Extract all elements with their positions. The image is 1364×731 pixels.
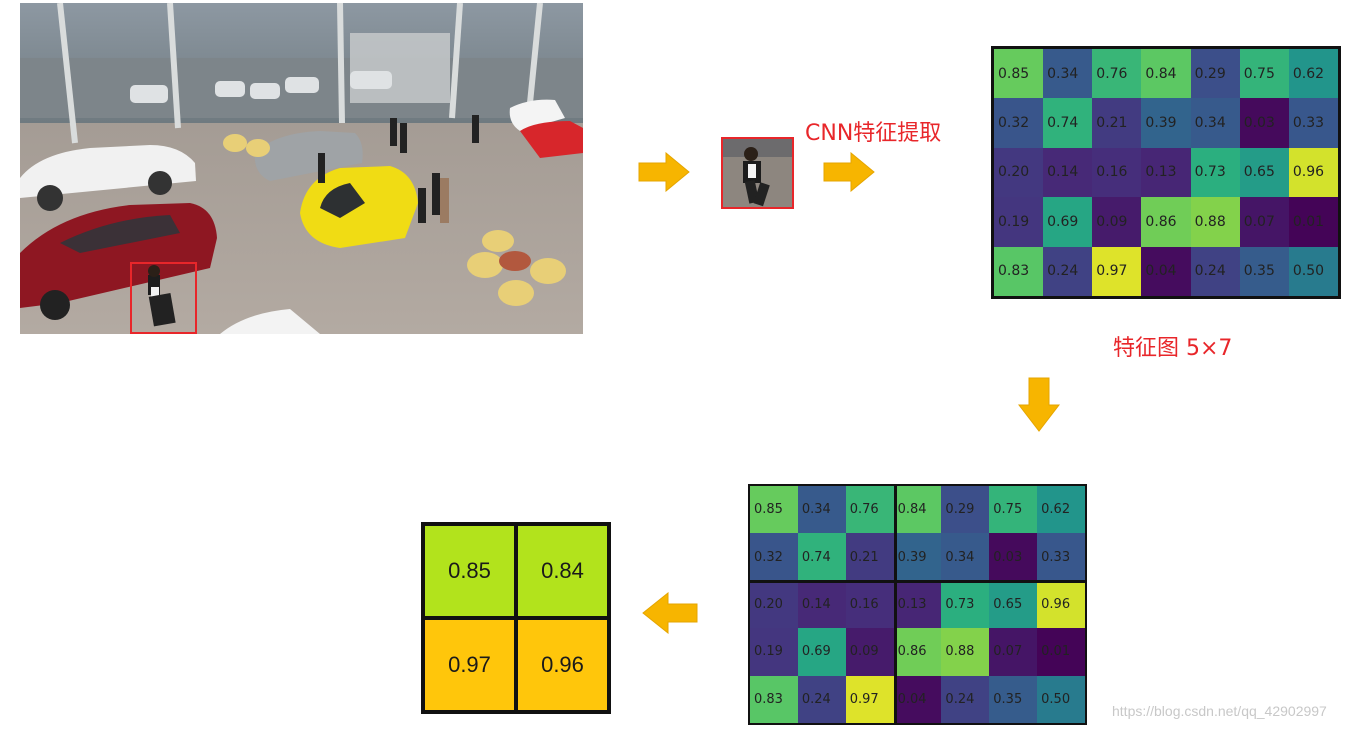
left-arrow-icon xyxy=(642,592,698,634)
feature-map-cell: 0.19 xyxy=(750,628,798,676)
feature-map-cell: 0.04 xyxy=(1141,246,1191,296)
feature-map-cell: 0.20 xyxy=(994,147,1044,198)
feature-map-cell: 0.69 xyxy=(1043,197,1093,247)
feature-map-cell: 0.75 xyxy=(989,486,1038,534)
feature-map-cell: 0.73 xyxy=(941,580,990,629)
pooled-cell: 0.84 xyxy=(518,526,607,616)
feature-map-cell: 0.75 xyxy=(1239,49,1289,99)
feature-map-cell: 0.76 xyxy=(1092,49,1142,99)
pooling-divider-horizontal xyxy=(750,580,1085,583)
feature-map-cell: 0.34 xyxy=(1043,49,1093,99)
feature-map-cell: 0.39 xyxy=(1141,98,1191,148)
feature-map-cell: 0.04 xyxy=(893,675,942,723)
feature-map-cell: 0.34 xyxy=(941,533,990,581)
feature-map-cell: 0.34 xyxy=(797,486,846,534)
feature-map-cell: 0.35 xyxy=(989,675,1038,723)
feature-map-cell: 0.16 xyxy=(845,580,894,629)
feature-map-cell: 0.24 xyxy=(1043,246,1093,296)
feature-map-cell: 0.01 xyxy=(1037,628,1085,676)
feature-map-cell: 0.24 xyxy=(941,675,990,723)
feature-map-cell: 0.84 xyxy=(893,486,942,534)
right-arrow-icon xyxy=(823,152,875,192)
feature-map-cell: 0.20 xyxy=(750,580,798,629)
feature-map-cell: 0.24 xyxy=(1190,246,1240,296)
feature-map-cell: 0.13 xyxy=(893,580,942,629)
feature-map-cell: 0.97 xyxy=(845,675,894,723)
pooled-cell: 0.97 xyxy=(425,620,514,710)
feature-map-cell: 0.09 xyxy=(845,628,894,676)
feature-map-cell: 0.65 xyxy=(1239,147,1289,198)
feature-map-cell: 0.65 xyxy=(989,580,1038,629)
feature-map-cell: 0.39 xyxy=(893,533,942,581)
feature-map-cell: 0.84 xyxy=(1141,49,1191,99)
feature-map-cell: 0.32 xyxy=(750,533,798,581)
feature-map-cell: 0.62 xyxy=(1037,486,1085,534)
feature-map-cell: 0.07 xyxy=(989,628,1038,676)
pooled-output-2x2: 0.85 0.84 0.97 0.96 xyxy=(421,522,611,714)
cnn-feature-extraction-label: CNN特征提取 xyxy=(805,121,942,146)
feature-map-cell: 0.85 xyxy=(994,49,1044,99)
feature-map-cell: 0.34 xyxy=(1190,98,1240,148)
feature-map-cell: 0.35 xyxy=(1239,246,1289,296)
feature-map-cell: 0.21 xyxy=(1092,98,1142,148)
feature-map-cell: 0.24 xyxy=(797,675,846,723)
feature-map-cell: 0.32 xyxy=(994,98,1044,148)
feature-map-cell: 0.62 xyxy=(1288,49,1338,99)
feature-map-cell: 0.88 xyxy=(1190,197,1240,247)
feature-map-cell: 0.01 xyxy=(1288,197,1338,247)
feature-map-cell: 0.33 xyxy=(1288,98,1338,148)
pooled-cell: 0.96 xyxy=(518,620,607,710)
feature-map-cell: 0.29 xyxy=(941,486,990,534)
feature-map-cell: 0.83 xyxy=(750,675,798,723)
feature-map-cell: 0.14 xyxy=(797,580,846,629)
feature-map-cell: 0.09 xyxy=(1092,197,1142,247)
feature-map-label: 特征图 5×7 xyxy=(1113,336,1233,361)
feature-map-cell: 0.14 xyxy=(1043,147,1093,198)
feature-map-cell: 0.50 xyxy=(1037,675,1085,723)
watermark: https://blog.csdn.net/qq_42902997 xyxy=(1112,703,1327,719)
cropped-region xyxy=(721,137,794,209)
feature-map-cell: 0.21 xyxy=(845,533,894,581)
feature-map-cell: 0.73 xyxy=(1190,147,1240,198)
feature-map-cell: 0.74 xyxy=(797,533,846,581)
feature-map-cell: 0.86 xyxy=(893,628,942,676)
down-arrow-icon xyxy=(1018,377,1060,432)
feature-map-cell: 0.50 xyxy=(1288,246,1338,296)
feature-map-cell: 0.07 xyxy=(1239,197,1289,247)
feature-map-cell: 0.96 xyxy=(1037,580,1085,629)
feature-map-cell: 0.97 xyxy=(1092,246,1142,296)
feature-map-cell: 0.13 xyxy=(1141,147,1191,198)
feature-map-cell: 0.88 xyxy=(941,628,990,676)
pooling-divider-vertical xyxy=(894,486,897,723)
feature-map-cell: 0.96 xyxy=(1288,147,1338,198)
right-arrow-icon xyxy=(638,152,690,192)
feature-map-cell: 0.76 xyxy=(845,486,894,534)
feature-map-cell: 0.03 xyxy=(989,533,1038,581)
showroom-photo xyxy=(20,3,583,334)
feature-map-cell: 0.74 xyxy=(1043,98,1093,148)
feature-map-cell: 0.03 xyxy=(1239,98,1289,148)
feature-map-cell: 0.86 xyxy=(1141,197,1191,247)
feature-map-cell: 0.29 xyxy=(1190,49,1240,99)
feature-map-cell: 0.83 xyxy=(994,246,1044,296)
feature-map-cell: 0.85 xyxy=(750,486,798,534)
feature-map-cell: 0.33 xyxy=(1037,533,1085,581)
pooled-cell: 0.85 xyxy=(425,526,514,616)
feature-map-cell: 0.69 xyxy=(797,628,846,676)
feature-map-cell: 0.19 xyxy=(994,197,1044,247)
feature-map-cell: 0.16 xyxy=(1092,147,1142,198)
